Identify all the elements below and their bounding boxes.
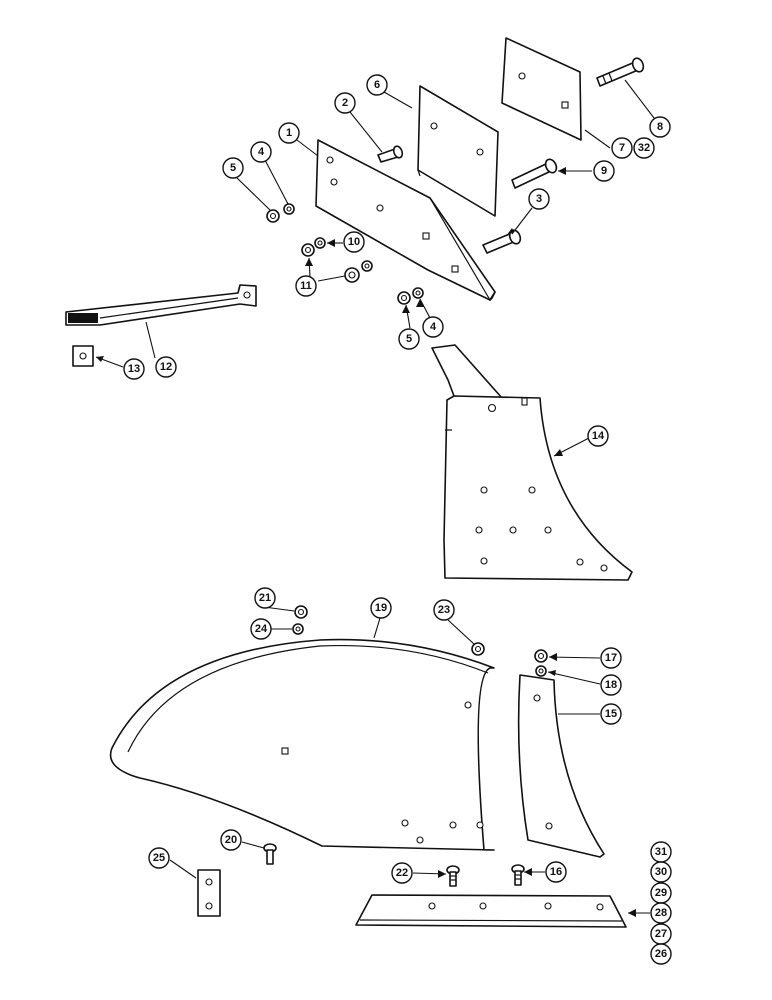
part-19-moldboard xyxy=(109,638,495,851)
part-28-share xyxy=(355,894,627,928)
callout-7: 7 xyxy=(611,137,633,159)
svg-text:25: 25 xyxy=(153,852,165,864)
callout-21: 21 xyxy=(254,587,276,609)
svg-text:4: 4 xyxy=(258,146,265,158)
callout-32: 32 xyxy=(633,137,655,159)
svg-text:6: 6 xyxy=(374,79,380,91)
svg-text:32: 32 xyxy=(638,142,650,154)
callout-28: 28 xyxy=(650,902,672,924)
part-23-nut xyxy=(471,642,485,656)
svg-text:12: 12 xyxy=(160,361,172,373)
callout-12: 12 xyxy=(155,356,177,378)
callout-5: 5 xyxy=(222,157,244,179)
svg-text:28: 28 xyxy=(655,907,667,919)
callout-9: 9 xyxy=(593,160,615,182)
part-2-bolt xyxy=(377,145,404,163)
part-7-plate xyxy=(501,37,582,141)
part-21-nut xyxy=(294,605,308,619)
svg-text:8: 8 xyxy=(657,121,663,133)
part-16-bolt xyxy=(511,864,525,886)
svg-text:22: 22 xyxy=(396,867,408,879)
callout-5-lower: 5 xyxy=(398,328,420,350)
callout-24: 24 xyxy=(250,618,272,640)
part-20-bolt xyxy=(263,843,277,865)
callout-2: 2 xyxy=(334,92,356,114)
callout-22: 22 xyxy=(391,862,413,884)
svg-text:9: 9 xyxy=(601,165,607,177)
callout-4: 4 xyxy=(250,141,272,163)
svg-text:5: 5 xyxy=(406,333,412,345)
part-14-frog xyxy=(431,344,633,581)
part-25-plate xyxy=(197,869,221,917)
callout-29: 29 xyxy=(650,882,672,904)
svg-text:31: 31 xyxy=(655,846,667,858)
svg-text:15: 15 xyxy=(605,708,617,720)
svg-text:14: 14 xyxy=(592,430,605,442)
callout-23: 23 xyxy=(433,599,455,621)
callout-26: 26 xyxy=(650,943,672,965)
part-11-nuts xyxy=(301,243,360,283)
svg-text:4: 4 xyxy=(430,321,437,333)
callout-8: 8 xyxy=(649,116,671,138)
callout-19: 19 xyxy=(370,597,392,619)
part-18-washer xyxy=(535,665,547,677)
callout-14: 14 xyxy=(587,425,609,447)
callout-27: 27 xyxy=(650,923,672,945)
callout-1: 1 xyxy=(278,122,300,144)
part-5-nut-lower xyxy=(397,291,411,305)
svg-text:13: 13 xyxy=(128,363,140,375)
svg-text:7: 7 xyxy=(619,142,625,154)
svg-text:16: 16 xyxy=(550,866,562,878)
callout-11: 11 xyxy=(295,275,317,297)
part-10-washers xyxy=(314,237,373,272)
svg-text:20: 20 xyxy=(225,834,237,846)
callout-3: 3 xyxy=(528,188,550,210)
svg-text:5: 5 xyxy=(230,162,236,174)
part-4-washer-lower xyxy=(412,287,424,299)
callout-15: 15 xyxy=(600,703,622,725)
part-8-bolt xyxy=(596,57,645,87)
part-4-washer xyxy=(283,203,295,215)
svg-text:2: 2 xyxy=(342,97,348,109)
part-5-nut xyxy=(266,209,280,223)
svg-text:3: 3 xyxy=(536,193,542,205)
svg-text:26: 26 xyxy=(655,948,667,960)
callout-18: 18 xyxy=(600,674,622,696)
part-9-bolt xyxy=(511,158,558,189)
callout-10: 10 xyxy=(343,231,365,253)
svg-text:29: 29 xyxy=(655,887,667,899)
svg-text:18: 18 xyxy=(605,679,617,691)
part-1-plate xyxy=(315,139,496,301)
callout-16: 16 xyxy=(545,861,567,883)
svg-text:23: 23 xyxy=(438,604,450,616)
callout-31: 31 xyxy=(650,841,672,863)
callout-6: 6 xyxy=(366,74,388,96)
svg-text:30: 30 xyxy=(655,866,667,878)
part-6-plate xyxy=(417,85,499,217)
leader-arrowheads xyxy=(96,167,636,917)
part-22-bolt xyxy=(446,865,460,887)
part-17-nut xyxy=(534,649,548,663)
callout-4-lower: 4 xyxy=(422,316,444,338)
svg-text:21: 21 xyxy=(259,592,271,604)
part-13-clip xyxy=(72,345,94,367)
part-12-brace xyxy=(65,284,257,326)
part-3-bolt xyxy=(482,229,522,254)
callout-20: 20 xyxy=(220,829,242,851)
callout-17: 17 xyxy=(600,647,622,669)
svg-text:10: 10 xyxy=(348,236,360,248)
callout-30: 30 xyxy=(650,861,672,883)
svg-text:19: 19 xyxy=(375,602,387,614)
svg-text:1: 1 xyxy=(286,127,292,139)
callout-13: 13 xyxy=(123,358,145,380)
svg-text:17: 17 xyxy=(605,652,617,664)
part-24-washer xyxy=(292,623,304,635)
callout-25: 25 xyxy=(148,847,170,869)
svg-text:27: 27 xyxy=(655,928,667,940)
svg-text:11: 11 xyxy=(300,280,312,292)
part-15-shin xyxy=(517,674,605,858)
svg-text:24: 24 xyxy=(255,623,268,635)
